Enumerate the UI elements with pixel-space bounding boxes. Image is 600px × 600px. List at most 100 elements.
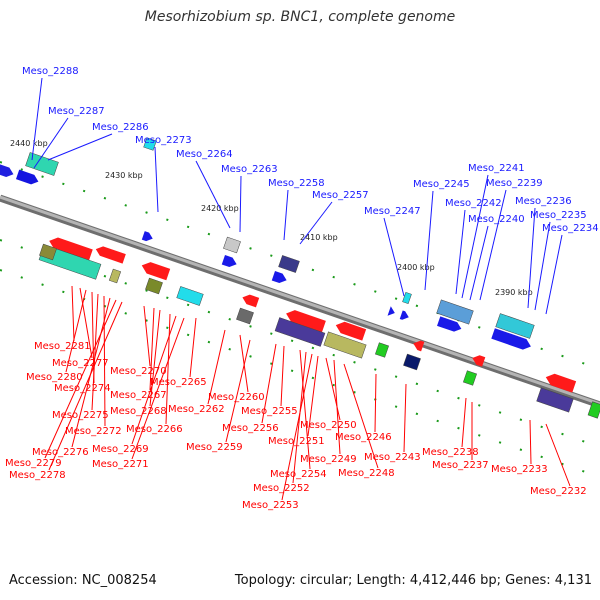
reverse-leader-12 <box>165 313 171 425</box>
forward-gene-label-5: Meso_2263 <box>221 164 278 175</box>
reverse-gene-4 <box>108 268 122 284</box>
kbp-tick-label-4: 2400 kbp <box>397 263 435 272</box>
reverse-gene-15 <box>403 353 421 371</box>
forward-gene-8 <box>402 291 412 305</box>
reverse-gene-label-26: Meso_2249 <box>300 454 357 465</box>
forward-gene-label-3: Meso_2273 <box>135 135 192 146</box>
reverse-gene-label-10: Meso_2267 <box>110 390 167 401</box>
forward-gene-label-8: Meso_2247 <box>364 206 421 217</box>
reverse-gene-19 <box>545 373 577 393</box>
forward-gene-label-14: Meso_2236 <box>515 196 572 207</box>
forward-leader-13 <box>479 189 507 301</box>
reverse-leader-9 <box>143 305 151 367</box>
reverse-leader-1 <box>79 287 93 359</box>
forward-leader-10 <box>455 209 466 295</box>
forward-gene-4 <box>223 236 241 254</box>
forward-gene-9 <box>436 299 474 325</box>
reverse-gene-label-27: Meso_2248 <box>338 468 395 479</box>
reverse-gene-5 <box>141 262 171 281</box>
forward-gene-small-0 <box>141 231 153 242</box>
reverse-gene-label-23: Meso_2253 <box>242 500 299 511</box>
forward-gene-label-6: Meso_2258 <box>268 178 325 189</box>
kbp-tick-label-5: 2390 kbp <box>495 288 533 297</box>
reverse-gene-label-6: Meso_2276 <box>32 447 89 458</box>
reverse-leader-15 <box>189 317 197 378</box>
forward-gene-label-0: Meso_2288 <box>22 66 79 77</box>
kbp-tick-label-0: 2440 kbp <box>10 139 48 148</box>
forward-gene-13 <box>387 306 395 316</box>
reverse-leader-24 <box>307 355 319 437</box>
reverse-leader-23 <box>281 353 313 501</box>
reverse-leader-2 <box>65 289 87 373</box>
accession-text: Accession: NC_008254 <box>9 573 157 588</box>
forward-leader-2 <box>47 133 113 161</box>
reverse-leader-29 <box>403 383 407 453</box>
forward-leader-3 <box>154 146 159 213</box>
reverse-gene-label-20: Meso_2255 <box>241 406 298 417</box>
reverse-gene-label-2: Meso_2280 <box>26 372 83 383</box>
forward-gene-label-10: Meso_2242 <box>445 198 502 209</box>
reverse-leader-13 <box>131 315 177 445</box>
reverse-gene-20 <box>536 387 574 413</box>
reverse-leader-10 <box>149 307 155 391</box>
reverse-leader-4 <box>91 293 99 411</box>
forward-leader-1 <box>33 117 69 169</box>
forward-gene-label-15: Meso_2235 <box>530 210 587 221</box>
forward-gene-label-9: Meso_2245 <box>413 179 470 190</box>
reverse-gene-6 <box>176 286 204 306</box>
reverse-gene-12 <box>274 317 326 347</box>
reverse-gene-label-15: Meso_2265 <box>150 377 207 388</box>
forward-leader-7 <box>299 201 333 245</box>
forward-gene-1 <box>15 169 39 185</box>
forward-gene-3 <box>143 137 157 151</box>
forward-gene-12 <box>491 328 531 350</box>
forward-gene-label-12: Meso_2240 <box>468 214 525 225</box>
reverse-gene-label-30: Meso_2238 <box>422 447 479 458</box>
forward-gene-5 <box>221 254 237 268</box>
forward-leader-14 <box>527 207 536 309</box>
forward-gene-label-7: Meso_2257 <box>312 190 369 201</box>
reverse-gene-label-19: Meso_2256 <box>222 423 279 434</box>
forward-leader-12 <box>469 225 489 301</box>
reverse-gene-14 <box>374 342 390 358</box>
reverse-leader-32 <box>529 419 532 465</box>
forward-leader-5 <box>239 175 242 233</box>
reverse-gene-8 <box>242 294 260 308</box>
forward-gene-0 <box>0 163 14 178</box>
reverse-gene-label-24: Meso_2251 <box>268 436 325 447</box>
genome-summary-text: Topology: circular; Length: 4,412,446 bp… <box>234 573 592 588</box>
reverse-gene-label-3: Meso_2274 <box>54 383 111 394</box>
forward-leader-16 <box>545 234 563 315</box>
reverse-leader-16 <box>207 329 226 405</box>
forward-leader-4 <box>195 160 231 229</box>
reverse-leader-28 <box>374 373 377 433</box>
reverse-leader-14 <box>131 317 185 460</box>
forward-gene-label-16: Meso_2234 <box>542 223 599 234</box>
forward-gene-6 <box>278 255 300 273</box>
reverse-gene-3 <box>39 243 57 261</box>
reverse-gene-label-25: Meso_2250 <box>300 420 357 431</box>
forward-gene-label-13: Meso_2239 <box>486 178 543 189</box>
reverse-gene-label-0: Meso_2281 <box>34 341 91 352</box>
backbone-line <box>0 195 600 406</box>
reverse-leader-18 <box>225 339 251 443</box>
forward-gene-7 <box>271 270 287 284</box>
reverse-gene-17 <box>472 355 486 367</box>
kbp-tick-label-3: 2410 kbp <box>300 233 338 242</box>
reverse-gene-18 <box>462 370 478 386</box>
reverse-leader-30 <box>461 397 467 448</box>
reverse-gene-0 <box>49 237 93 261</box>
kbp-tick-label-1: 2430 kbp <box>105 171 143 180</box>
forward-gene-11 <box>495 313 535 339</box>
forward-gene-label-1: Meso_2287 <box>48 106 105 117</box>
reverse-gene-label-9: Meso_2270 <box>110 366 167 377</box>
reverse-leader-25 <box>325 357 341 421</box>
reverse-gene-label-12: Meso_2266 <box>126 424 183 435</box>
reverse-leader-33 <box>545 423 571 487</box>
reverse-gene-label-31: Meso_2237 <box>432 460 489 471</box>
reverse-gene-16 <box>413 340 425 352</box>
reverse-leader-20 <box>280 345 285 407</box>
reverse-gene-label-5: Meso_2272 <box>65 426 122 437</box>
reverse-gene-label-33: Meso_2232 <box>530 486 587 497</box>
